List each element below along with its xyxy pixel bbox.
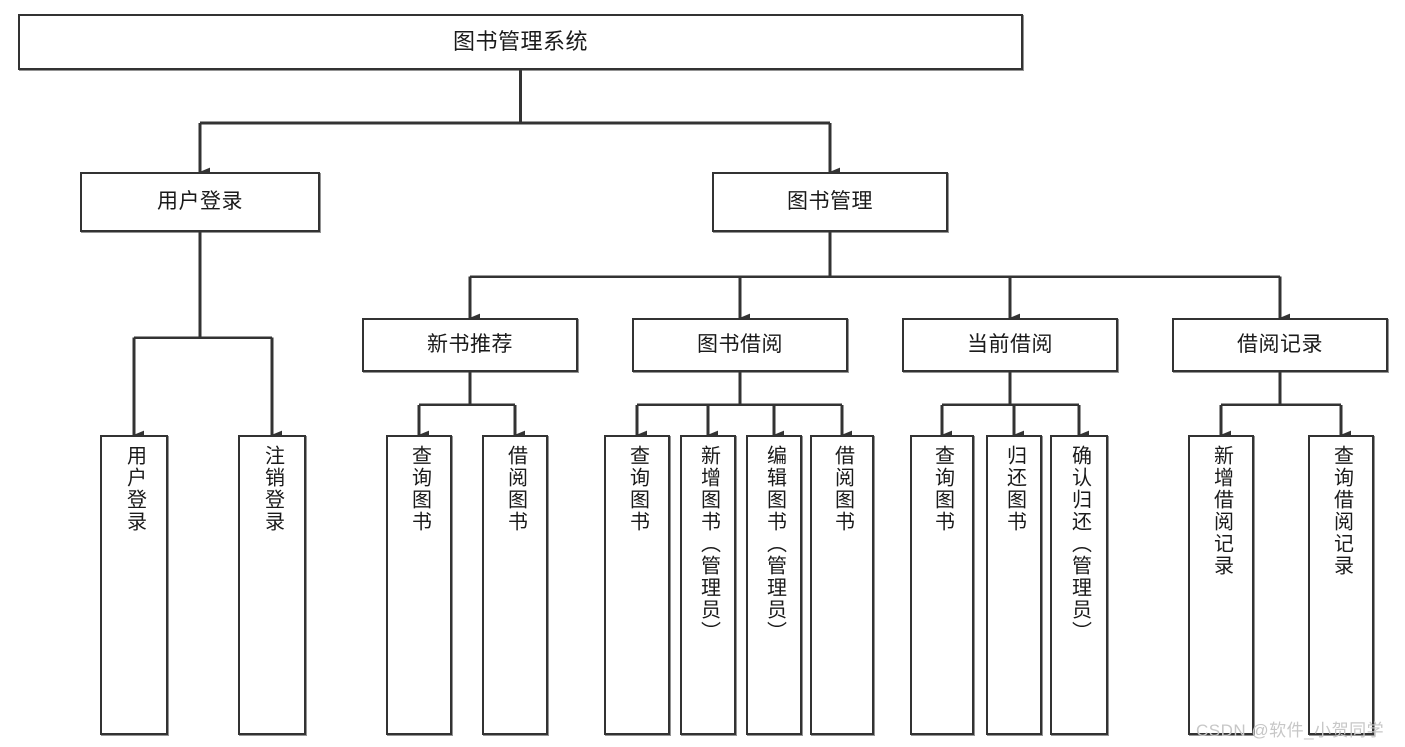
node-book-borrow[interactable]: 图书借阅 — [632, 318, 848, 372]
node-user-login-label: 用户登录 — [123, 445, 146, 533]
node-return-book[interactable]: 归还图书 — [986, 435, 1042, 735]
node-new-book-recommend-label: 新书推荐 — [427, 332, 513, 356]
node-borrow-book-1-label: 借阅图书 — [504, 445, 527, 533]
node-return-book-label: 归还图书 — [1003, 445, 1026, 533]
node-edit-book[interactable]: 编辑图书（管理员） — [746, 435, 802, 735]
node-user-login[interactable]: 用户登录 — [80, 172, 320, 232]
node-add-record[interactable]: 新增借阅记录 — [1188, 435, 1254, 735]
node-confirm-return[interactable]: 确认归还（管理员） — [1050, 435, 1108, 735]
node-query-book-1-label: 查询图书 — [408, 445, 431, 533]
node-query-book-2-label: 查询图书 — [626, 445, 649, 533]
node-query-book-3-label: 查询图书 — [931, 445, 954, 533]
node-edit-book-label: 编辑图书（管理员） — [763, 445, 786, 643]
node-query-book-3[interactable]: 查询图书 — [910, 435, 974, 735]
node-borrow-record-label: 借阅记录 — [1237, 332, 1323, 356]
node-add-record-label: 新增借阅记录 — [1210, 445, 1233, 577]
node-current-borrow[interactable]: 当前借阅 — [902, 318, 1118, 372]
node-borrow-book-2[interactable]: 借阅图书 — [810, 435, 874, 735]
node-user-login[interactable]: 用户登录 — [100, 435, 168, 735]
node-logout-login[interactable]: 注销登录 — [238, 435, 306, 735]
node-borrow-book-1[interactable]: 借阅图书 — [482, 435, 548, 735]
node-query-book-1[interactable]: 查询图书 — [386, 435, 452, 735]
node-borrow-book-2-label: 借阅图书 — [831, 445, 854, 533]
node-book-borrow-label: 图书借阅 — [697, 332, 783, 356]
csdn-watermark: CSDN @软件_小贺同学 — [1196, 721, 1385, 740]
node-book-manage-label: 图书管理 — [787, 189, 873, 213]
node-root[interactable]: 图书管理系统 — [18, 14, 1023, 70]
node-add-book-label: 新增图书（管理员） — [697, 445, 720, 643]
node-confirm-return-label: 确认归还（管理员） — [1068, 445, 1091, 643]
node-book-manage[interactable]: 图书管理 — [712, 172, 948, 232]
node-new-book-recommend[interactable]: 新书推荐 — [362, 318, 578, 372]
node-current-borrow-label: 当前借阅 — [967, 332, 1053, 356]
node-query-book-2[interactable]: 查询图书 — [604, 435, 670, 735]
node-user-login-label: 用户登录 — [157, 189, 243, 213]
node-root-label: 图书管理系统 — [452, 29, 588, 55]
node-logout-login-label: 注销登录 — [261, 445, 284, 533]
node-query-record-label: 查询借阅记录 — [1330, 445, 1353, 577]
node-add-book[interactable]: 新增图书（管理员） — [680, 435, 736, 735]
node-borrow-record[interactable]: 借阅记录 — [1172, 318, 1388, 372]
node-query-record[interactable]: 查询借阅记录 — [1308, 435, 1374, 735]
